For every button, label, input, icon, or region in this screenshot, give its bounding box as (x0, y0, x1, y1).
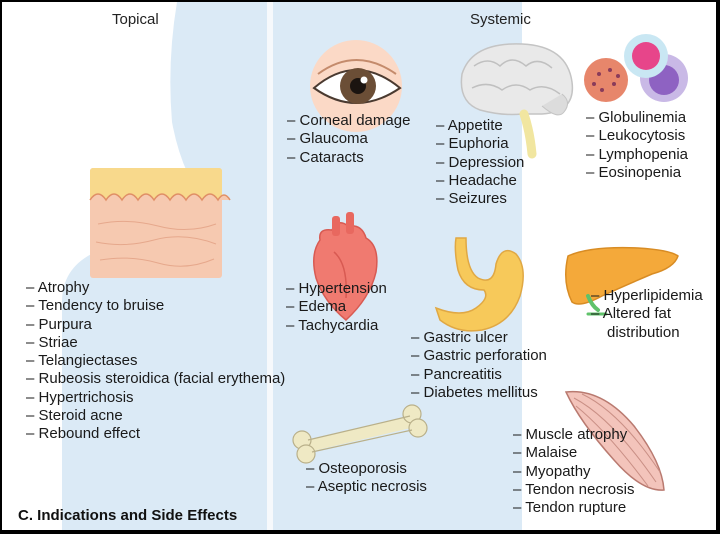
list-item: Pancreatitis (411, 366, 547, 384)
list-item: Striae (26, 334, 285, 352)
skin-section-illustration (89, 168, 231, 278)
list-item: Rubeosis steroidica (facial erythema) (26, 370, 286, 388)
heart-effects-list: Hypertension Edema Tachycardia (286, 280, 387, 335)
list-item: Diabetes mellitus (411, 384, 547, 402)
figure-caption: C. Indications and Side Effects (18, 507, 238, 524)
list-item: Rebound effect (26, 425, 285, 443)
list-item: Depression (436, 154, 525, 172)
list-item: Tachycardia (286, 317, 387, 335)
stomach-effects-list: Gastric ulcer Gastric perforation Pancre… (411, 329, 547, 402)
list-item: Tendon rupture (513, 499, 634, 517)
heading-systemic: Systemic (470, 11, 531, 28)
list-item: Gastric perforation (411, 347, 547, 365)
eye-illustration (310, 40, 402, 132)
list-item: Steroid acne (26, 407, 285, 425)
list-item: Edema (286, 298, 387, 316)
list-item: Tendon necrosis (513, 481, 634, 499)
list-item: Leukocytosis (586, 127, 688, 145)
list-item: Myopathy (513, 463, 634, 481)
liver-effects-list: Hyperlipidemia Altered fat distribution (591, 287, 715, 342)
list-item: Cataracts (287, 149, 410, 167)
bone-illustration (292, 404, 428, 464)
list-item: Purpura (26, 316, 285, 334)
list-item: Aseptic necrosis (306, 478, 427, 496)
eye-effects-list: Corneal damage Glaucoma Cataracts (287, 112, 411, 167)
list-item: Globulinemia (586, 109, 688, 127)
muscle-effects-list: Muscle atrophy Malaise Myopathy Tendon n… (513, 426, 634, 517)
list-item: Glaucoma (287, 130, 410, 148)
list-item: Euphoria (436, 135, 524, 153)
list-item: Corneal damage (287, 112, 411, 130)
list-item: Hyperlipidemia (591, 287, 715, 305)
bone-effects-list: Osteoporosis Aseptic necrosis (306, 460, 427, 497)
list-item: Tendency to bruise (26, 297, 285, 315)
brain-illustration (460, 43, 574, 159)
blood-cells-illustration (584, 34, 688, 102)
list-item: Altered fat distribution (591, 305, 715, 342)
list-item: Gastric ulcer (411, 329, 547, 347)
list-item: Lymphopenia (586, 146, 689, 164)
list-item: Telangiectases (26, 352, 285, 370)
blood-effects-list: Globulinemia Leukocytosis Lymphopenia Eo… (586, 109, 689, 182)
list-item: Malaise (513, 444, 634, 462)
list-item: Osteoporosis (306, 460, 427, 478)
list-item: Atrophy (26, 279, 285, 297)
list-item: Appetite (436, 117, 524, 135)
list-item: Headache (436, 172, 524, 190)
list-item: Eosinopenia (586, 164, 688, 182)
list-item: Hypertrichosis (26, 389, 285, 407)
heading-topical: Topical (112, 11, 159, 28)
topical-effects-list: Atrophy Tendency to bruise Purpura Stria… (26, 279, 286, 444)
list-item: Muscle atrophy (513, 426, 634, 444)
list-item: Seizures (436, 190, 524, 208)
list-item: Hypertension (286, 280, 387, 298)
brain-effects-list: Appetite Euphoria Depression Headache Se… (436, 117, 525, 208)
